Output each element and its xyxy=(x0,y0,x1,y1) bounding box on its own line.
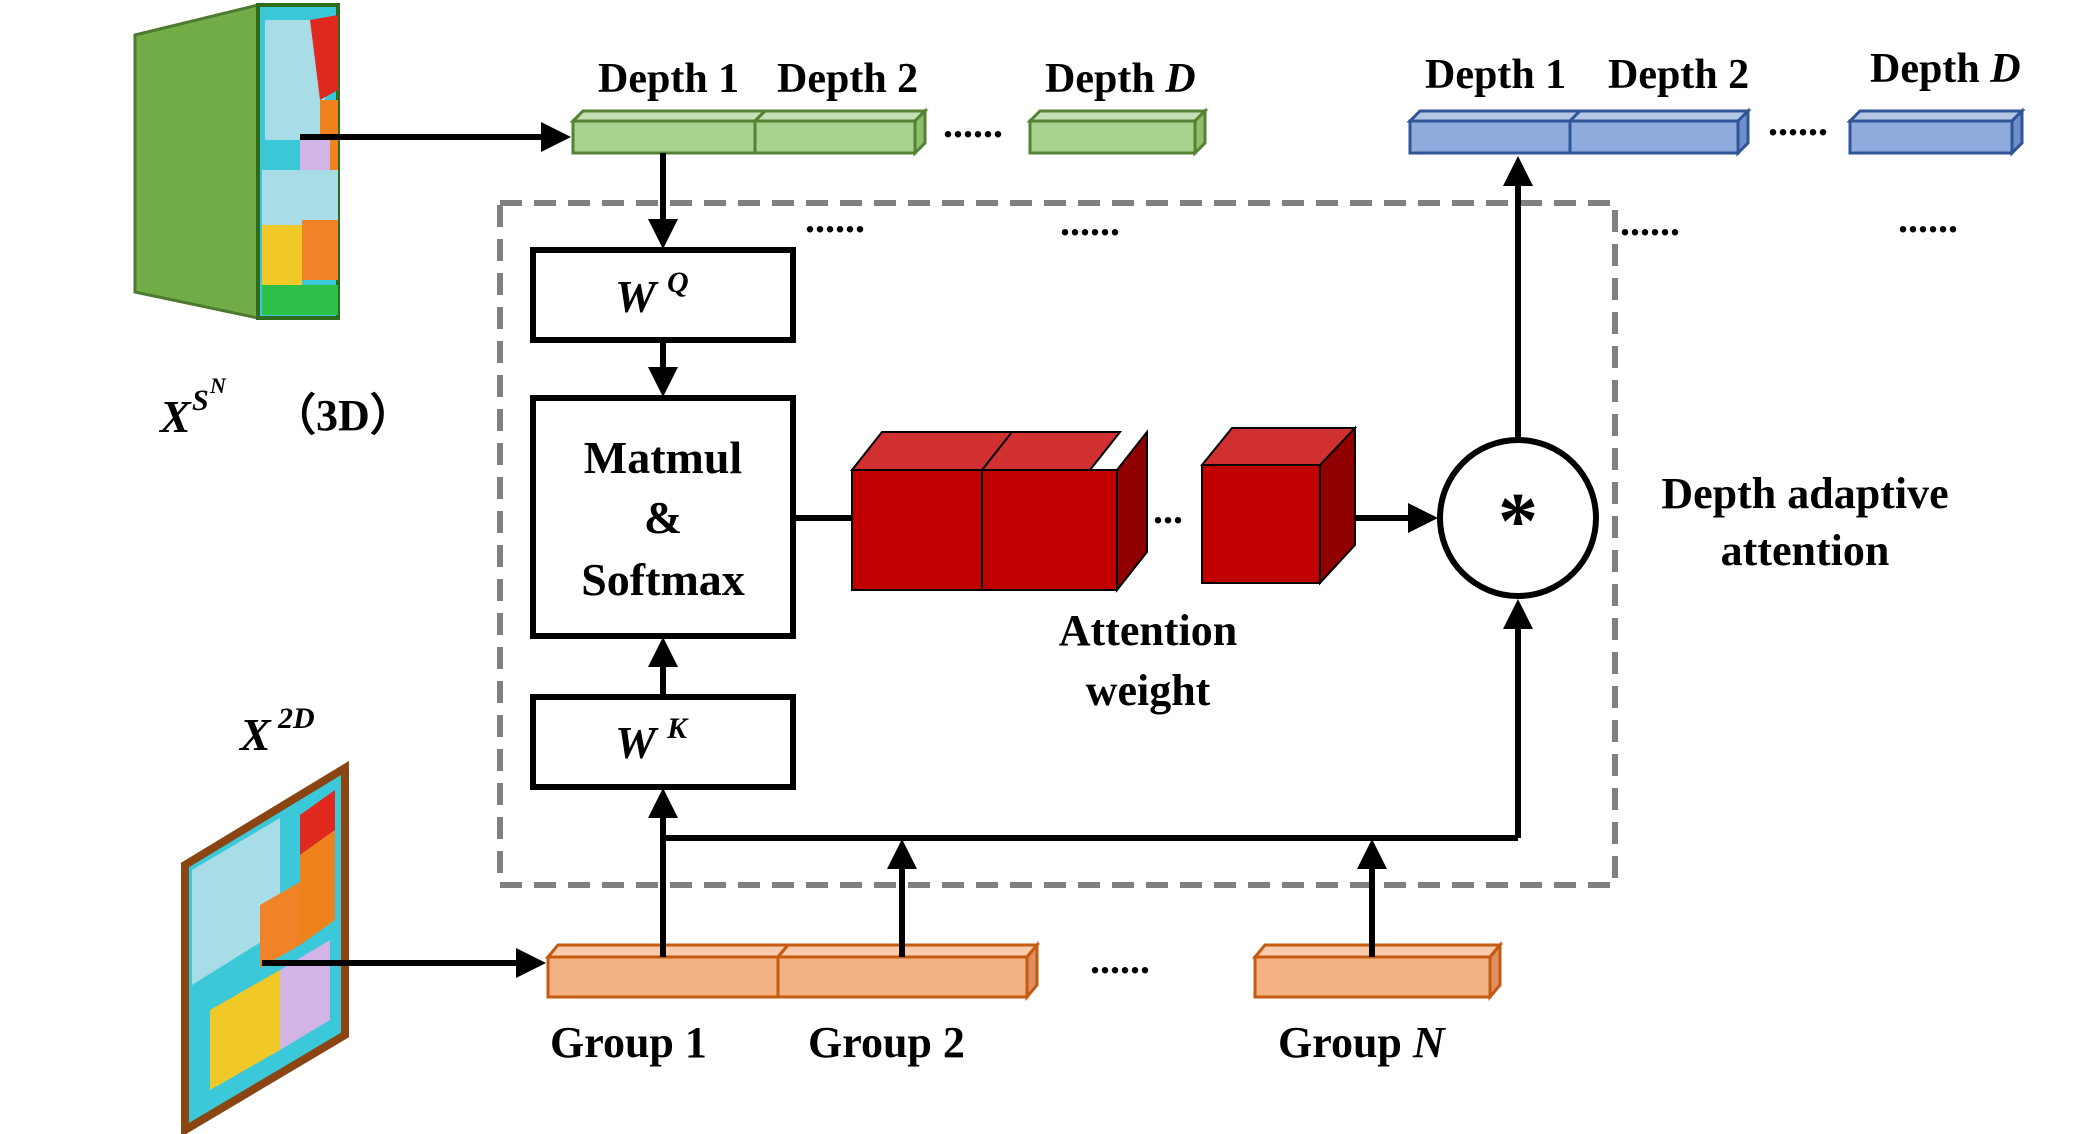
attention-weight-label-line1: Attention xyxy=(1059,606,1237,655)
depth-token-2-output xyxy=(1566,107,1752,157)
depth-1-input-label: Depth 1 xyxy=(598,56,739,102)
input-2d-label: X 2D xyxy=(238,702,315,760)
group-token-2 xyxy=(774,940,1041,1002)
depth-d-output-label: Depth D xyxy=(1870,46,2021,92)
svg-text:Q: Q xyxy=(667,266,689,299)
svg-text:Matmul: Matmul xyxy=(584,432,742,483)
depth-adaptive-attention-boundary xyxy=(497,200,1618,888)
depth-token-1-output xyxy=(1406,109,1584,155)
depth-input-ellipsis: ...... xyxy=(943,101,1003,146)
ellipsis-top-4: ...... xyxy=(1898,196,1958,241)
svg-text:N: N xyxy=(209,373,227,398)
svg-text:2D: 2D xyxy=(277,702,315,735)
depth-token-d-output xyxy=(1846,107,2026,157)
input-3d-volume xyxy=(133,3,340,320)
group-token-1 xyxy=(544,943,792,999)
svg-text:Softmax: Softmax xyxy=(581,554,745,605)
connectors xyxy=(262,122,1533,978)
depth-token-d-input xyxy=(1026,107,1209,157)
depth-2-input-label: Depth 2 xyxy=(777,56,918,102)
module-label-line2: attention xyxy=(1721,526,1890,575)
svg-text:（3D）: （3D） xyxy=(272,391,414,440)
svg-text:S: S xyxy=(192,384,209,417)
ellipsis-top-1: ...... xyxy=(805,196,865,241)
attention-weight-cube-2 xyxy=(979,429,1148,593)
group-1-label: Group 1 xyxy=(550,1018,707,1067)
wk-projection-box: W K xyxy=(530,694,796,790)
input-2d-image xyxy=(181,760,349,1134)
attention-weight-label-line2: weight xyxy=(1086,666,1211,715)
wq-projection-box: W Q xyxy=(530,247,796,343)
depth-token-1-input xyxy=(569,109,769,155)
ellipsis-top-3: ...... xyxy=(1620,199,1680,244)
svg-text:*: * xyxy=(1498,478,1538,566)
svg-text:W: W xyxy=(615,717,659,768)
svg-text:W: W xyxy=(615,271,659,322)
matmul-softmax-box: Matmul & Softmax xyxy=(530,395,796,639)
multiply-operator: * xyxy=(1437,437,1599,599)
depth-token-2-input xyxy=(751,107,929,157)
group-2-label: Group 2 xyxy=(808,1018,965,1067)
group-token-n xyxy=(1251,940,1504,1002)
depth-2-output-label: Depth 2 xyxy=(1608,52,1749,98)
svg-text:K: K xyxy=(666,712,689,745)
input-3d-label: X S N （3D） xyxy=(158,373,414,442)
group-ellipsis: ...... xyxy=(1090,937,1150,982)
module-label-line1: Depth adaptive xyxy=(1661,469,1948,518)
attention-cube-ellipsis: ... xyxy=(1153,487,1183,532)
depth-output-ellipsis: ...... xyxy=(1768,99,1828,144)
svg-text:X: X xyxy=(158,391,192,442)
svg-text:X: X xyxy=(238,709,272,760)
svg-text:&: & xyxy=(644,492,682,543)
ellipsis-top-2: ...... xyxy=(1060,199,1120,244)
group-n-label: Group N xyxy=(1278,1018,1447,1067)
attention-weight-cube-n xyxy=(1199,425,1358,586)
depth-1-output-label: Depth 1 xyxy=(1425,52,1566,98)
depth-d-input-label: Depth D xyxy=(1045,56,1196,102)
